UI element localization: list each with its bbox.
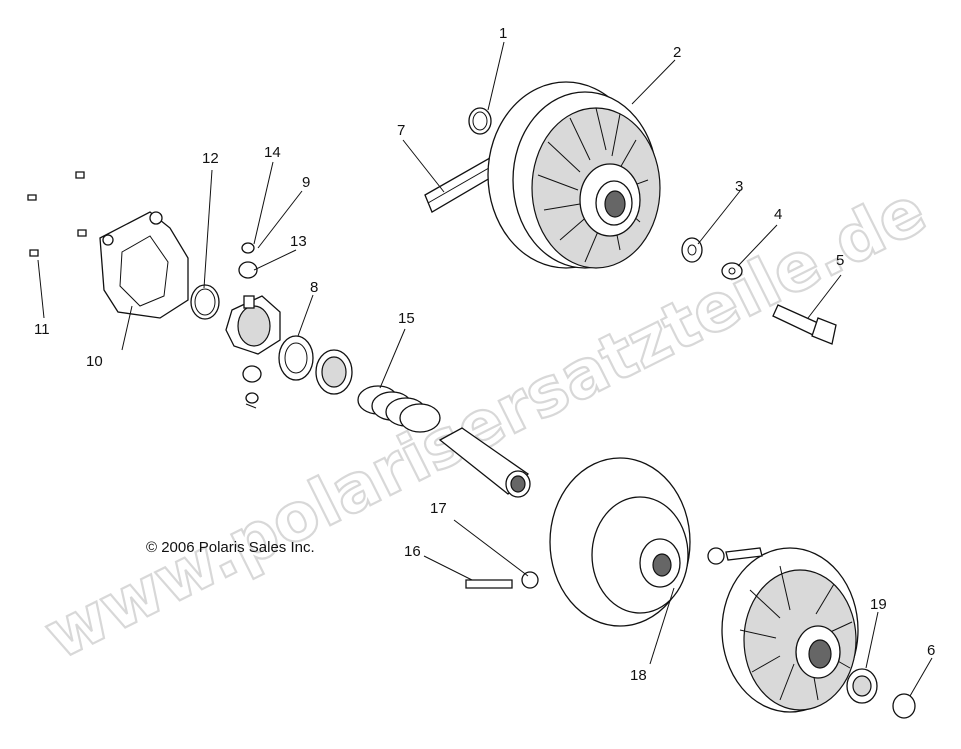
driven-clutch-sheave-upper (487, 81, 661, 269)
snap-ring-6 (892, 693, 916, 719)
callout-3: 3 (735, 178, 743, 195)
moveable-sheave (721, 547, 859, 713)
copyright-text: © 2006 Polaris Sales Inc. (146, 539, 315, 556)
washer-4 (721, 262, 743, 280)
callout-15: 15 (398, 310, 415, 327)
callout-1: 1 (499, 25, 507, 42)
leader-lines (37, 41, 933, 697)
callout-10: 10 (86, 353, 103, 370)
callout-4: 4 (774, 206, 782, 223)
clutch-cover-10 (99, 211, 189, 319)
callout-16: 16 (404, 543, 421, 560)
bearing-19 (846, 668, 878, 704)
bolt-5 (772, 304, 837, 345)
callout-19: 19 (870, 596, 887, 613)
bolt-16 (465, 571, 539, 589)
callout-6: 6 (927, 642, 935, 659)
callout-11: 11 (34, 321, 50, 338)
callout-5: 5 (836, 252, 844, 269)
spring-15 (357, 385, 441, 433)
button-plate-8 (278, 335, 353, 395)
roller-13 (238, 242, 262, 409)
callout-14: 14 (264, 144, 281, 161)
callout-labels: 1 2 3 4 5 6 7 8 9 10 11 12 13 14 15 16 1… (34, 25, 935, 684)
shaft-bushing (438, 427, 531, 498)
driven-clutch-sheave-lower (549, 457, 691, 627)
screw-11 (27, 171, 87, 257)
callout-18: 18 (630, 667, 647, 684)
washer-3 (681, 237, 703, 263)
helix-assembly (225, 295, 281, 355)
snap-ring-1 (468, 107, 492, 135)
nut-right (707, 547, 763, 565)
callout-17: 17 (430, 500, 447, 517)
callout-7: 7 (397, 122, 405, 139)
callout-8: 8 (310, 279, 318, 296)
callout-13: 13 (290, 233, 307, 250)
callout-2: 2 (673, 44, 681, 61)
callout-9: 9 (302, 174, 310, 191)
callout-12: 12 (202, 150, 219, 167)
